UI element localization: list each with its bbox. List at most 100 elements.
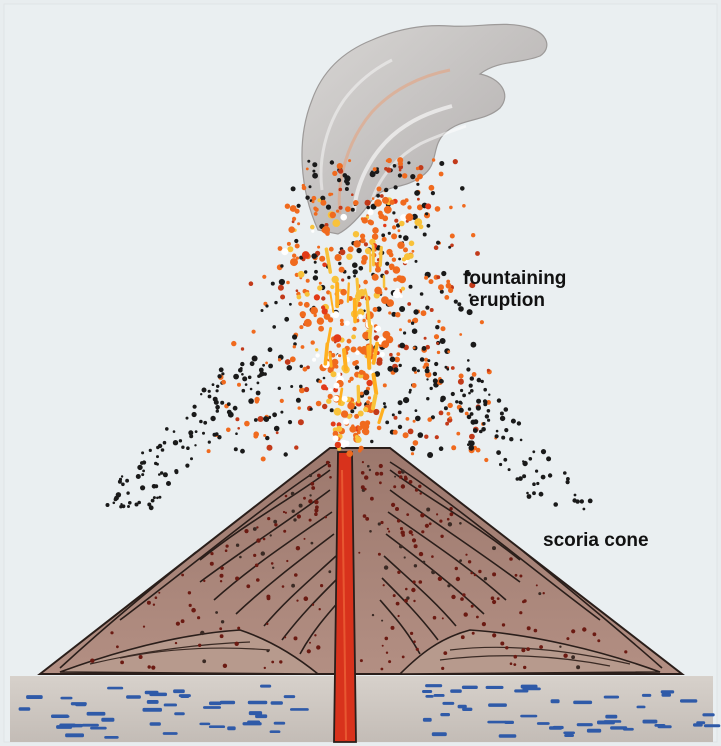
scoria-speck: [382, 645, 384, 647]
fountaining-eruption-label: fountaining eruption: [463, 268, 566, 312]
scoria-speck: [401, 470, 405, 474]
ejecta-dot: [414, 226, 417, 229]
water-dash: [462, 686, 478, 689]
ejecta-dot: [413, 440, 419, 446]
scoria-speck: [235, 577, 239, 581]
scoria-speck: [264, 667, 266, 669]
scoria-speck: [401, 484, 405, 488]
scoria-speck: [222, 567, 224, 569]
ejecta-dot: [437, 351, 440, 354]
ejecta-dot: [253, 434, 258, 439]
lava-droplet: [362, 319, 365, 322]
scoria-speck: [246, 584, 250, 588]
lava-droplet: [328, 394, 333, 399]
scoria-speck: [396, 602, 400, 606]
lava-droplet: [318, 380, 322, 384]
ejecta-dot: [447, 350, 450, 353]
scoria-speck: [502, 623, 505, 626]
lava-droplet: [290, 205, 297, 212]
lava-droplet: [314, 208, 318, 212]
ejecta-dot: [208, 395, 212, 399]
scoria-speck: [363, 514, 367, 518]
scoria-speck: [492, 600, 496, 604]
lava-droplet: [375, 326, 381, 332]
ejecta-dot: [408, 429, 414, 435]
scoria-speck: [523, 666, 526, 669]
ejecta-dot: [293, 345, 296, 348]
ejecta-dot: [423, 365, 426, 368]
lava-droplet: [383, 224, 386, 227]
ejecta-dot: [373, 167, 377, 171]
lava-droplet: [395, 312, 400, 317]
scoria-speck: [500, 642, 504, 646]
ejecta-dot: [267, 445, 273, 451]
scoria-speck: [395, 507, 399, 511]
ejecta-dot: [241, 373, 244, 376]
scoria-speck: [456, 577, 460, 581]
ejecta-dot: [118, 480, 122, 484]
lava-droplet: [312, 358, 316, 362]
ejecta-dot: [417, 369, 420, 372]
ejecta-dot: [456, 432, 460, 436]
scoria-speck: [220, 580, 222, 582]
ejecta-dot: [149, 449, 152, 452]
ejecta-dot: [529, 457, 533, 461]
ejecta-dot: [137, 465, 142, 470]
scoria-speck: [309, 474, 312, 477]
ejecta-dot: [432, 158, 435, 161]
scoria-speck: [293, 518, 296, 521]
ejecta-dot: [297, 222, 300, 225]
scoria-speck: [492, 633, 496, 637]
ejecta-dot: [391, 233, 397, 239]
ejecta-dot: [504, 407, 509, 412]
ejecta-dot: [412, 250, 415, 253]
ejecta-dot: [416, 167, 419, 170]
ejecta-dot: [378, 211, 383, 216]
ejecta-dot: [541, 475, 546, 480]
scoria-speck: [406, 513, 409, 516]
ejecta-dot: [398, 425, 402, 429]
ejecta-dot: [208, 390, 211, 393]
scoria-speck: [181, 574, 184, 577]
scoria-speck: [270, 534, 272, 536]
scoria-speck: [418, 485, 421, 488]
ejecta-dot: [314, 270, 318, 274]
lava-droplet: [386, 249, 392, 255]
ejecta-dot: [396, 352, 400, 356]
ejecta-dot: [468, 392, 471, 395]
lava-droplet: [380, 352, 385, 357]
scoria-speck: [223, 664, 227, 668]
ejecta-dot: [563, 471, 567, 475]
ejecta-dot: [158, 496, 161, 499]
ejecta-dot: [393, 367, 398, 372]
scoria-speck: [176, 622, 180, 626]
scoria-speck: [394, 476, 396, 478]
lava-droplet: [347, 402, 354, 409]
scoria-speck: [296, 600, 298, 602]
ejecta-dot: [312, 196, 317, 201]
ejecta-dot: [459, 333, 462, 336]
scoria-speck: [358, 552, 360, 554]
water-dash: [577, 723, 593, 726]
ejecta-dot: [305, 196, 309, 200]
ejecta-dot: [479, 430, 483, 434]
ejecta-dot: [468, 407, 471, 410]
ejecta-dot: [292, 334, 297, 339]
lava-droplet: [288, 226, 295, 233]
water-dash: [662, 693, 672, 697]
scoria-speck: [364, 488, 367, 491]
ejecta-dot: [382, 237, 387, 242]
ejecta-dot: [238, 368, 243, 373]
scoria-speck: [519, 611, 522, 614]
scoria-speck: [200, 631, 204, 635]
ejecta-dot: [241, 347, 244, 350]
ejecta-dot: [221, 380, 226, 385]
ejecta-dot: [322, 404, 327, 409]
lava-droplet: [320, 200, 326, 206]
water-dash: [164, 704, 177, 707]
ejecta-dot: [237, 427, 240, 430]
ejecta-dot: [398, 229, 401, 232]
ejecta-dot: [460, 389, 463, 392]
water-dash: [486, 686, 504, 689]
scoria-speck: [391, 626, 395, 630]
